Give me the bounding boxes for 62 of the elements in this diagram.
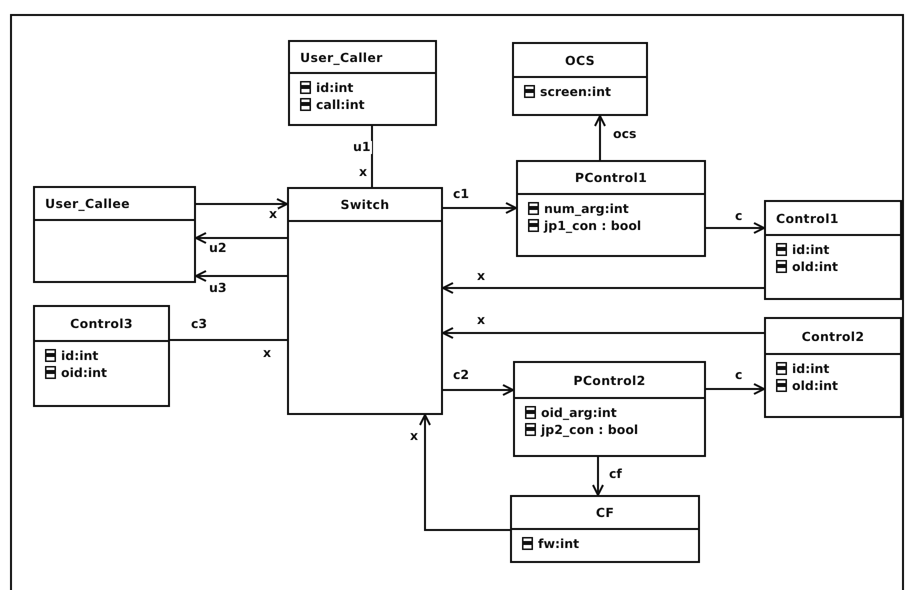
attribute-text: id:int [792,242,830,257]
attribute-text: old:int [792,259,838,274]
association-arrow [419,414,510,531]
class-name: Control3 [70,316,133,331]
class-box [516,160,706,257]
class-box [287,187,443,415]
attribute-text: jp1_con : bool [544,218,642,233]
attribute-text: oid:int [61,365,107,380]
attribute-text: id:int [61,348,98,363]
edge-label: cf [608,468,623,480]
attribute-text: id:int [792,361,830,376]
association-arrow [706,383,765,395]
edge-label: c2 [452,369,470,382]
class-box [512,42,648,116]
class-box [33,305,170,407]
class-name: Switch [340,197,390,212]
association-arrow [592,457,604,496]
attribute-text: fw:int [538,536,580,551]
association-arrow [443,202,517,214]
class-name: User_Callee [45,196,130,211]
association-arrow [443,384,514,396]
attribute-text: call:int [316,97,365,112]
class-name: Control1 [776,210,839,226]
class-box [288,40,437,126]
association-arrow [196,198,288,210]
attribute-text: num_arg:int [544,201,629,216]
role-label: x [262,347,272,360]
edge-label: ocs [612,128,638,140]
association-arrow [442,282,764,294]
edge-label: x [476,314,486,326]
class-box [513,361,706,457]
edge-label: x [409,430,420,442]
class-box [764,200,902,300]
edge-label: c [734,369,744,382]
attribute-text: oid_arg:int [541,405,617,420]
attribute-text: id:int [316,80,354,95]
association-arrow [195,232,287,244]
attribute-text: old:int [792,378,838,393]
class-name: OCS [565,52,595,68]
association-arrow [706,222,765,234]
class-name: Control2 [802,328,864,344]
class-box [33,186,196,283]
role-label: x [358,166,368,178]
edge-label: c1 [452,188,470,200]
edge-label: x [268,208,278,220]
edge-label: c [734,210,744,222]
class-box [764,317,902,418]
edge-label: u2 [208,242,228,254]
association-arrow [442,327,764,339]
attribute-text: jp2_con : bool [541,422,638,437]
association-arrow [195,270,287,282]
edge-label: x [476,270,486,282]
edge-label: u3 [208,282,228,294]
class-box [510,495,700,563]
class-name: CF [596,505,614,520]
edge-label: c3 [190,318,208,330]
class-name: PControl1 [574,170,648,185]
edge-label: u1 [352,141,372,154]
class-name: User_Caller [300,50,383,64]
association-arrow [594,115,606,160]
attribute-text: screen:int [540,84,612,99]
class-name: PControl2 [573,372,646,388]
